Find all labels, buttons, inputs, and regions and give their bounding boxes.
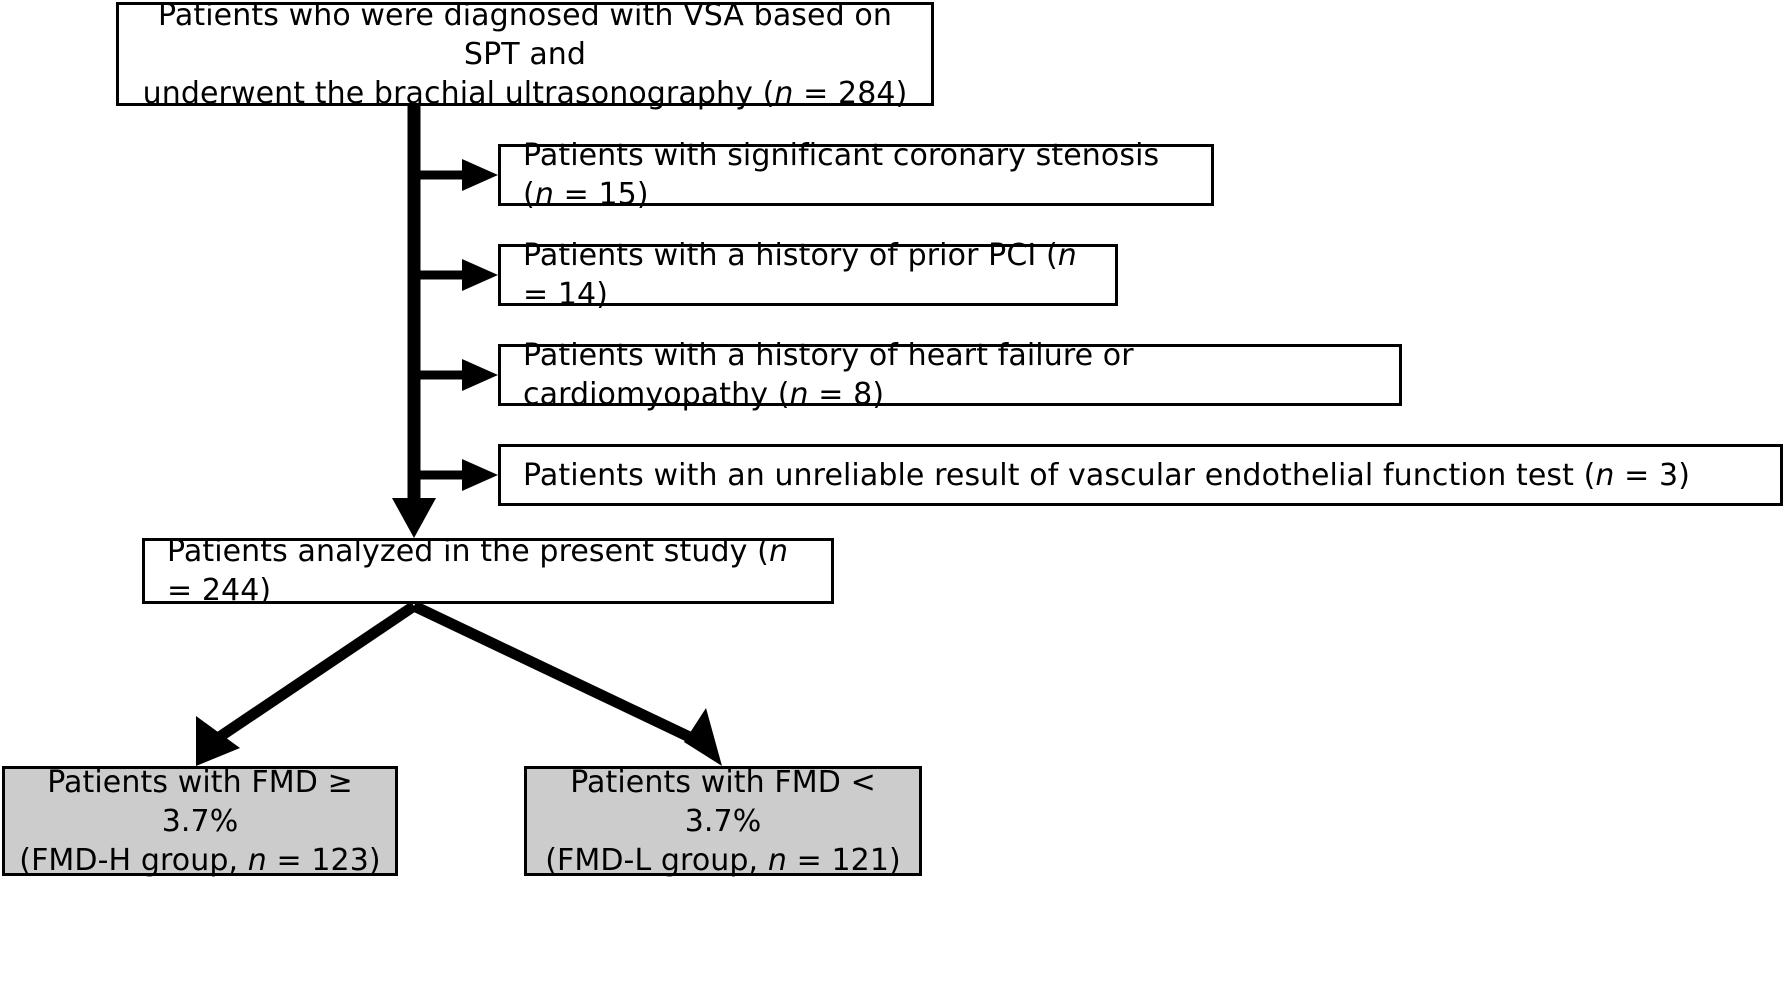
- node-group-fmd-low: Patients with FMD < 3.7%(FMD-L group, n …: [524, 765, 922, 878]
- n-symbol: n: [247, 842, 267, 878]
- node-exclusion-prior-pci: Patients with a history of prior PCI (n …: [498, 238, 1118, 312]
- n-symbol: n: [1595, 457, 1615, 493]
- node-total-patients: Patients who were diagnosed with VSA bas…: [116, 0, 934, 111]
- node-exclusion-heart-failure-label: Patients with a history of heart failure…: [523, 338, 1134, 412]
- node-group-fmd-low-label: Patients with FMD < 3.7%(FMD-L group, n …: [545, 764, 901, 878]
- n-symbol: n: [534, 177, 554, 212]
- node-exclusion-unreliable-result-label: Patients with an unreliable result of va…: [523, 457, 1691, 493]
- branch-exclusion-3-connector: [414, 359, 498, 391]
- node-exclusion-heart-failure: Patients with a history of heart failure…: [498, 338, 1402, 412]
- node-exclusion-prior-pci-label: Patients with a history of prior PCI (n …: [523, 238, 1077, 312]
- n-symbol: n: [774, 75, 794, 111]
- node-exclusion-coronary-stenosis-label: Patients with significant coronary steno…: [523, 138, 1160, 212]
- n-symbol: n: [1057, 238, 1077, 273]
- node-group-fmd-high-label: Patients with FMD ≥ 3.7%(FMD-H group, n …: [19, 764, 381, 878]
- node-group-fmd-high: Patients with FMD ≥ 3.7%(FMD-H group, n …: [2, 765, 398, 878]
- branch-exclusion-4-connector: [414, 459, 498, 491]
- branch-exclusion-1-connector: [414, 159, 498, 191]
- n-symbol: n: [789, 377, 809, 412]
- branch-exclusion-2-connector: [414, 259, 498, 291]
- node-analyzed-patients: Patients analyzed in the present study (…: [142, 534, 834, 608]
- node-total-patients-label: Patients who were diagnosed with VSA bas…: [142, 0, 908, 111]
- n-symbol: n: [767, 842, 787, 878]
- split-right-connector: [411, 601, 722, 766]
- node-exclusion-unreliable-result: Patients with an unreliable result of va…: [498, 444, 1783, 506]
- node-exclusion-coronary-stenosis: Patients with significant coronary steno…: [498, 138, 1214, 212]
- n-symbol: n: [768, 534, 789, 569]
- trunk-vertical-connector: [392, 106, 436, 538]
- split-left-connector: [196, 601, 418, 766]
- node-analyzed-patients-label: Patients analyzed in the present study (…: [167, 534, 789, 608]
